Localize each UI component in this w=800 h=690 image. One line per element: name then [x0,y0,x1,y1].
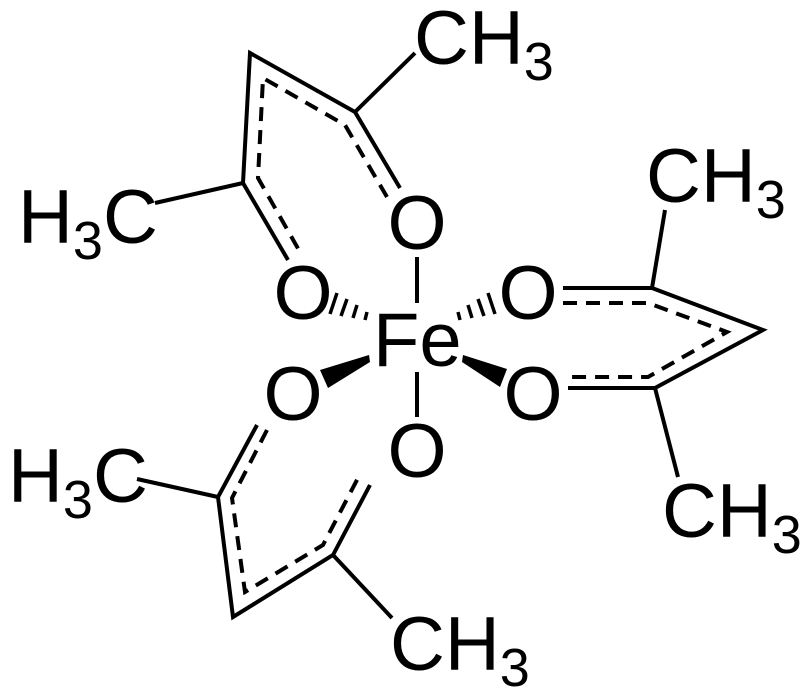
ring-bonds [215,424,372,621]
oxygen-atom: O [498,251,557,336]
methyl-group-bottom: CH3 [390,602,530,690]
methyl-group-left-top: H3C [18,175,158,271]
methyl-group-right-top: CH3 [646,134,786,230]
methyl-bond [653,387,680,478]
coordination-bonds [320,257,507,417]
hashed-bond-left [328,292,369,321]
oxygen-atom: O [273,251,332,336]
methyl-bond [331,553,394,620]
oxygen-atom: O [503,352,562,437]
wedge-bond-right [462,355,507,387]
acac-ligand-right [563,209,768,478]
hashed-bond-right [456,292,497,321]
delocalized-bond [255,74,389,253]
wedge-bond-left [320,355,370,388]
methyl-group-left-bottom: H3C [8,434,148,530]
delocalized-bond [563,301,732,379]
methyl-group-right-bottom: CH3 [662,469,800,565]
ring-bonds [240,49,402,262]
iron-atom: Fe [373,298,462,383]
methyl-bond [353,51,417,114]
acac-ligand-bottom [136,424,394,621]
ring-bonds [563,286,768,390]
oxygen-atom: O [387,181,446,266]
acac-ligand-top [154,49,417,262]
methyl-bond [650,209,667,289]
oxygen-atom: O [263,352,322,437]
methyl-group-top: CH3 [414,0,554,92]
methyl-bond [136,477,219,499]
delocalized-bond [229,429,360,596]
oxygen-atom: O [387,409,446,494]
methyl-bond [154,181,244,205]
